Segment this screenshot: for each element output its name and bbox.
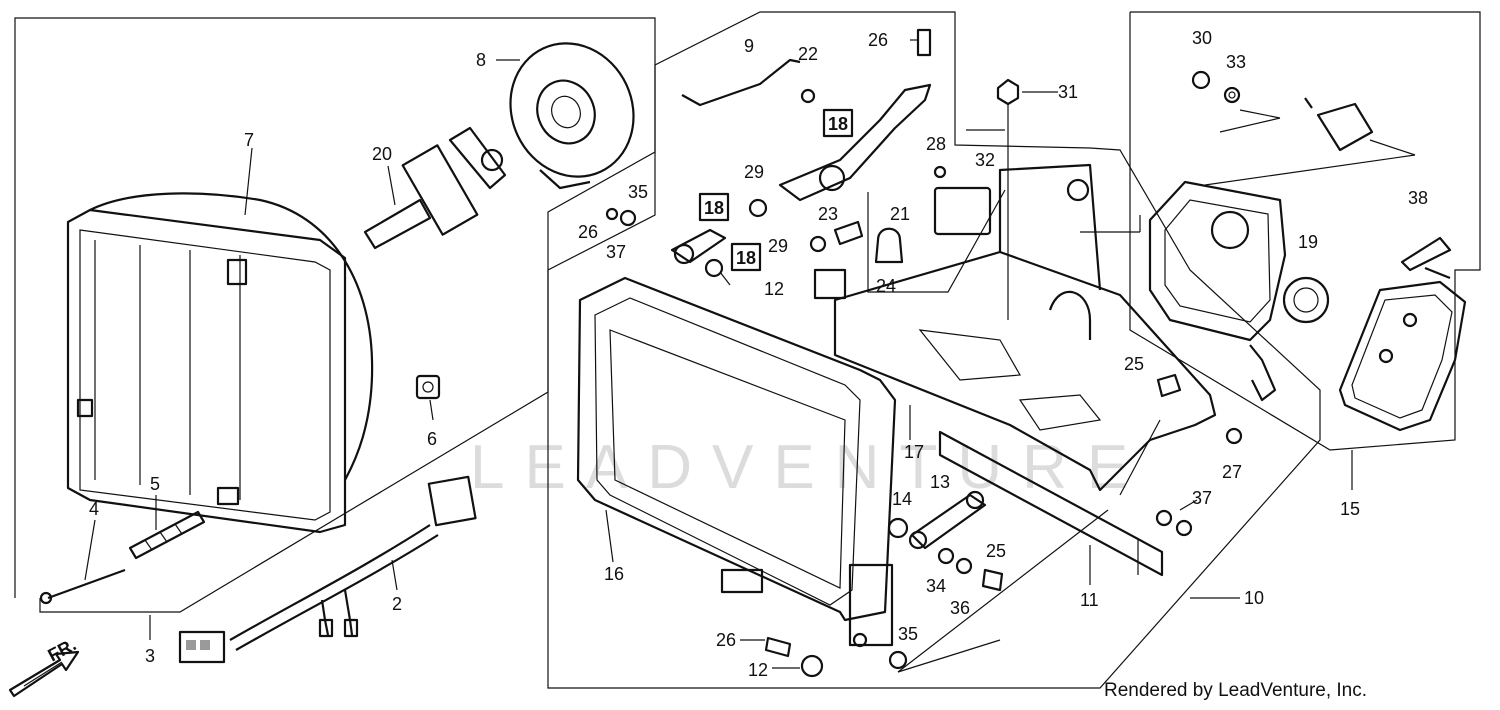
group-outline-10: [547, 11, 1321, 689]
callout-31: 31: [1058, 82, 1078, 102]
link-13: [910, 493, 987, 550]
callout-26-top: 26: [868, 30, 888, 50]
callout-13: 13: [930, 472, 950, 492]
callout-26-bottom: 26: [716, 630, 736, 650]
callout-9: 9: [744, 36, 754, 56]
motor-cover: [1338, 280, 1467, 432]
callout-29-mid: 29: [768, 236, 788, 256]
callout-11: 11: [1080, 590, 1099, 610]
callout-26-left: 26: [578, 222, 598, 242]
group-outline-3: [14, 17, 656, 613]
fasteners: [605, 28, 1243, 678]
headlight-stay: [813, 163, 1217, 492]
front-direction-arrow: FR.: [8, 634, 79, 698]
callout-30: 30: [1192, 28, 1212, 48]
callout-34: 34: [926, 576, 946, 596]
wire-harness: [178, 475, 477, 664]
adjusting-spring: [128, 510, 206, 560]
callout-15: 15: [1340, 499, 1360, 519]
socket-24: [874, 227, 904, 264]
switch-21: [933, 186, 992, 236]
headlight-bulb: [363, 126, 507, 250]
group-outline-21: [867, 189, 1006, 293]
callout-4: 4: [89, 499, 99, 519]
callout-14: 14: [892, 489, 912, 509]
callout-25-lower: 25: [986, 541, 1006, 561]
callout-12-top: 12: [764, 279, 784, 299]
direction-label: FR.: [44, 634, 79, 665]
callout-19: 19: [1298, 232, 1318, 252]
callout-24: 24: [876, 276, 896, 296]
dust-cover: [509, 42, 635, 190]
callouts: 7 8 20 6 4 5 2 3 16 9 22 26 31 30 33 28 …: [89, 28, 1428, 680]
link-arm-upper: [778, 83, 932, 202]
callout-21: 21: [890, 204, 910, 224]
link-arm-lower: [670, 228, 727, 264]
headlight-case: [576, 276, 897, 648]
boxed-callouts: 18 18 18: [698, 108, 854, 272]
callout-25-right: 25: [1124, 354, 1144, 374]
callout-3: 3: [145, 646, 155, 666]
callout-28: 28: [926, 134, 946, 154]
callout-38: 38: [1408, 188, 1428, 208]
callout-8: 8: [476, 50, 486, 70]
callout-18-low: 18: [736, 248, 756, 268]
group-outline-15: [1129, 11, 1481, 451]
callout-5: 5: [150, 474, 160, 494]
callout-37-right: 37: [1192, 488, 1212, 508]
callout-7: 7: [244, 130, 254, 150]
callout-36: 36: [950, 598, 970, 618]
callout-10: 10: [1244, 588, 1264, 608]
callout-18-top: 18: [828, 114, 848, 134]
adjusting-screw: [39, 568, 126, 605]
rod-9: [681, 58, 801, 107]
callout-16: 16: [604, 564, 624, 584]
watermark: LEADVENTURE: [470, 433, 1148, 502]
callout-33: 33: [1226, 52, 1246, 72]
callout-23: 23: [818, 204, 838, 224]
callout-37-left: 37: [606, 242, 626, 262]
clip-38: [1400, 236, 1452, 272]
leader-lines: [84, 39, 1416, 673]
callout-27: 27: [1222, 462, 1242, 482]
callout-2: 2: [392, 594, 402, 614]
motor-assembly: [1148, 180, 1330, 402]
callout-18-mid: 18: [704, 198, 724, 218]
stay-bar: [938, 430, 1164, 577]
nut-6: [415, 374, 441, 400]
callout-20: 20: [372, 144, 392, 164]
callout-29-top: 29: [744, 162, 764, 182]
callout-32: 32: [975, 150, 995, 170]
callout-6: 6: [427, 429, 437, 449]
callout-35-top: 35: [628, 182, 648, 202]
connector-top: [1316, 102, 1374, 152]
callout-12-bottom: 12: [748, 660, 768, 680]
credit-text: Rendered by LeadVenture, Inc.: [1104, 680, 1368, 701]
headlight-unit: [66, 192, 374, 534]
callout-22: 22: [798, 44, 818, 64]
callout-17: 17: [904, 442, 924, 462]
callout-35-bottom: 35: [898, 624, 918, 644]
